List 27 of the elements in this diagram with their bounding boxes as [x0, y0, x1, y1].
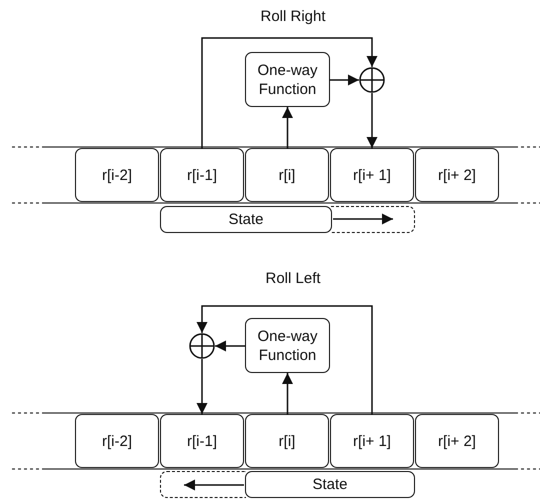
arrow	[201, 37, 378, 148]
function-box: One-way Function	[245, 318, 330, 373]
panel-title: Roll Right	[260, 8, 326, 25]
arrow	[330, 74, 359, 86]
register-cell: r[i]	[245, 414, 329, 468]
arrow	[196, 359, 208, 414]
arrow	[215, 340, 245, 352]
register-cell: r[i+ 1]	[330, 414, 414, 468]
register-cell: r[i]	[245, 148, 329, 202]
arrow	[196, 305, 373, 414]
function-box: One-way Function	[245, 52, 330, 107]
arrow	[282, 107, 293, 148]
state-box: State	[245, 471, 415, 498]
xor-symbol	[189, 333, 215, 359]
register-cell: r[i-2]	[75, 414, 159, 468]
arrow	[366, 93, 378, 148]
register-cell: r[i-2]	[75, 148, 159, 202]
arrow	[282, 373, 293, 414]
register-cell: r[i+ 1]	[330, 148, 414, 202]
register-cell: r[i+ 2]	[415, 414, 499, 468]
register-cell: r[i-1]	[160, 414, 244, 468]
xor-symbol	[359, 67, 385, 93]
panel-title: Roll Left	[266, 270, 321, 287]
register-cell: r[i+ 2]	[415, 148, 499, 202]
register-cell: r[i-1]	[160, 148, 244, 202]
state-box: State	[160, 206, 332, 233]
dashed-box	[331, 206, 415, 233]
